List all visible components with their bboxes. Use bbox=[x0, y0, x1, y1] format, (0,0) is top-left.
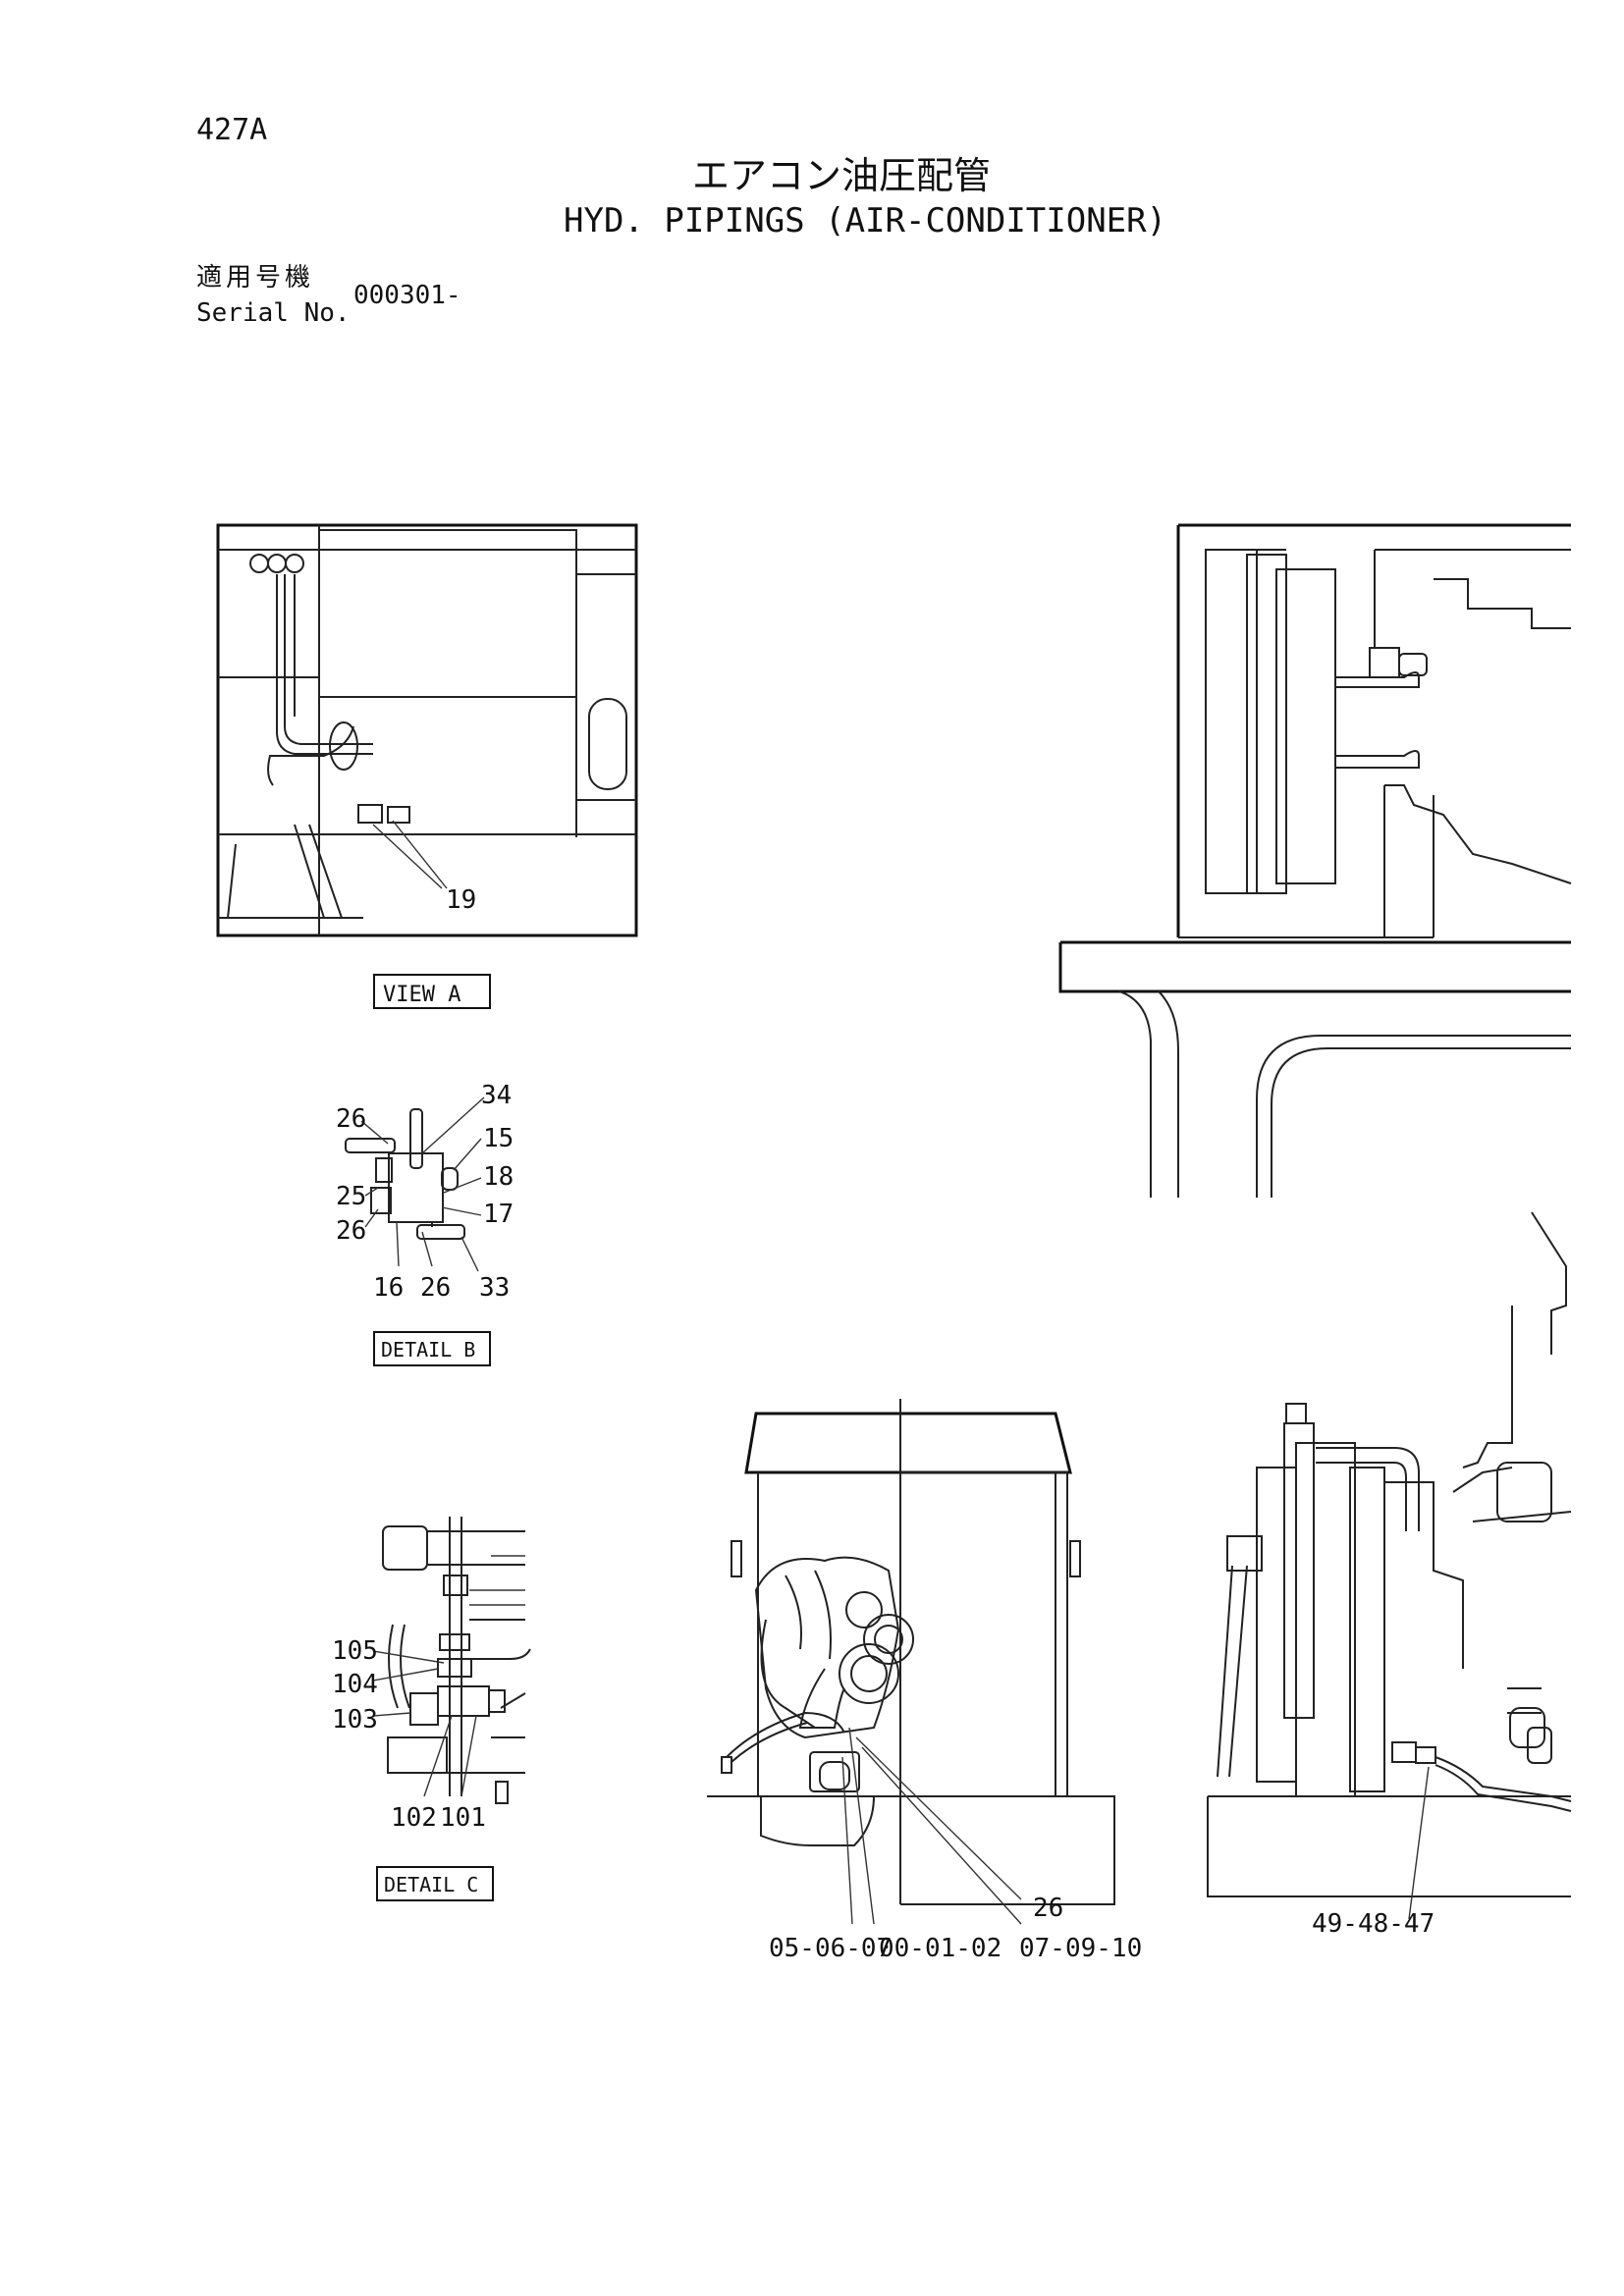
title-english: HYD. PIPINGS (AIR-CONDITIONER) bbox=[564, 201, 1167, 240]
detail-b-callout-25: 25 bbox=[336, 1182, 366, 1211]
callout-00-01-02: 00-01-02 bbox=[879, 1934, 1001, 1963]
view-a-callout-19: 19 bbox=[446, 885, 476, 915]
detail-c-callout-101: 101 bbox=[440, 1803, 486, 1833]
detail-b-callout-18: 18 bbox=[483, 1162, 514, 1192]
detail-c-drawing bbox=[372, 1517, 531, 1901]
title-japanese: エアコン油圧配管 bbox=[692, 154, 992, 197]
detail-b-callout-26-mid: 26 bbox=[336, 1216, 366, 1246]
side-view-drawing bbox=[1207, 1211, 1572, 1920]
radiator-assembly-top-view bbox=[1058, 523, 1572, 1198]
view-a-caption: VIEW A bbox=[383, 983, 460, 1007]
callout-49-48-47: 49-48-47 bbox=[1312, 1909, 1435, 1939]
engine-view-drawing bbox=[707, 1399, 1115, 1925]
detail-b-caption: DETAIL B bbox=[381, 1338, 475, 1362]
callout-26-engine: 26 bbox=[1033, 1894, 1063, 1923]
detail-b-callout-17: 17 bbox=[483, 1200, 514, 1229]
callout-05-06-07: 05-06-07 bbox=[769, 1934, 892, 1963]
detail-c-callout-104: 104 bbox=[332, 1670, 378, 1699]
callout-07-09-10: 07-09-10 bbox=[1019, 1934, 1142, 1963]
detail-c-caption: DETAIL C bbox=[384, 1873, 478, 1896]
detail-c-callout-102: 102 bbox=[391, 1803, 437, 1833]
detail-b-callout-16: 16 bbox=[373, 1273, 404, 1303]
detail-c-callout-103: 103 bbox=[332, 1705, 378, 1735]
detail-b-callout-33: 33 bbox=[479, 1273, 510, 1303]
detail-c-callout-105: 105 bbox=[332, 1636, 378, 1666]
serial-value: 000301- bbox=[353, 281, 461, 310]
detail-b-callout-15: 15 bbox=[483, 1124, 514, 1153]
detail-b-drawing bbox=[345, 1096, 491, 1366]
serial-label-japanese: 適用号機 bbox=[196, 263, 315, 293]
page-number: 427A bbox=[196, 113, 268, 147]
serial-label-english: Serial No. bbox=[196, 298, 351, 328]
detail-b-callout-26-bottom: 26 bbox=[420, 1273, 451, 1303]
detail-b-callout-26-top: 26 bbox=[336, 1104, 366, 1134]
detail-b-callout-34: 34 bbox=[481, 1081, 512, 1110]
view-a-drawing bbox=[216, 523, 638, 1009]
